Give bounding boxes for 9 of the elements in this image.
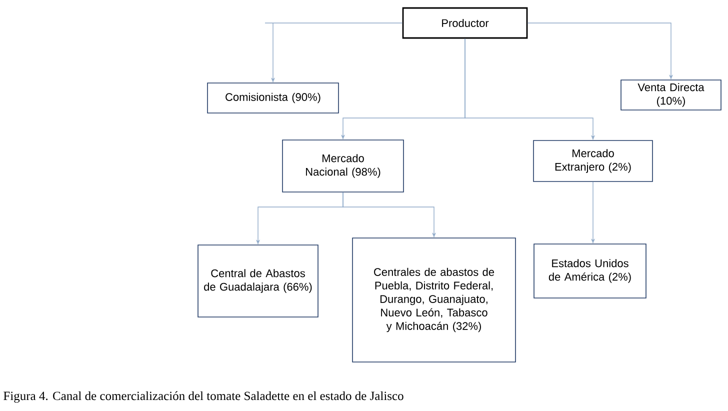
caption: Figura 4. Canal de comercialización del tomate Saladette en el estado de Jalisco bbox=[4, 391, 404, 403]
process-box: Venta Directa (10%) bbox=[620, 80, 722, 110]
process-box: Centrales de abastos de Puebla, Distrito Federal, Durango, Guanajuato, Nuevo León, Tabasco y Michoacán (32%) bbox=[352, 238, 516, 362]
process-box: Mercado Extranjero (2%) bbox=[533, 140, 653, 182]
process-box: Productor bbox=[402, 7, 528, 39]
process-box: Comisionista (90%) bbox=[207, 82, 339, 114]
process-box: Estados Unidos de América (2%) bbox=[534, 244, 646, 298]
process-box: Mercado Nacional (98%) bbox=[282, 140, 404, 192]
process-box: Central de Abastos de Guadalajara (66%) bbox=[198, 244, 318, 318]
